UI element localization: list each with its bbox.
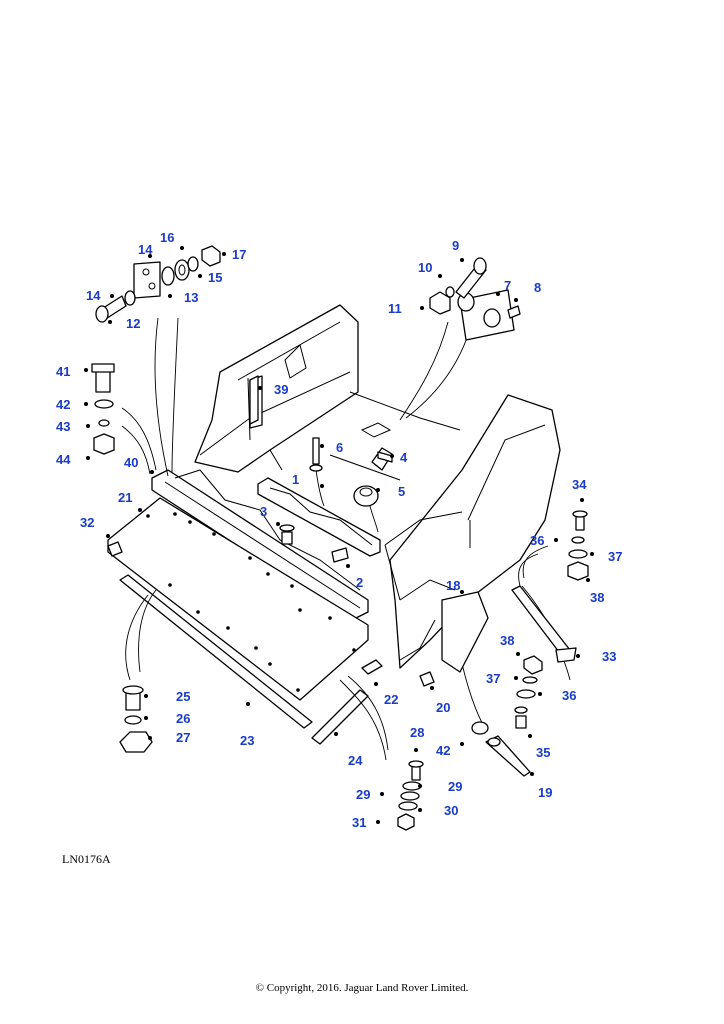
right-hardware-stack: [485, 510, 589, 777]
top-left-bracket-hardware: [95, 245, 221, 323]
callout-36b: 36: [562, 688, 576, 703]
callout-27: 27: [176, 730, 190, 745]
callout-32: 32: [80, 515, 94, 530]
callout-15: 15: [208, 270, 222, 285]
callout-33: 33: [602, 649, 616, 664]
callout-11: 11: [388, 301, 402, 316]
callout-34: 34: [572, 477, 587, 492]
callout-37a: 37: [608, 549, 622, 564]
callout-35: 35: [536, 745, 550, 760]
panel-holes: [146, 512, 356, 692]
callout-21: 21: [118, 490, 132, 505]
callout-31: 31: [352, 815, 366, 830]
callout-9: 9: [452, 238, 459, 253]
callout-40: 40: [124, 455, 138, 470]
callout-labels: 1 2 3 4 5 6 7 8 9 10 11 12 13 14 14 15 1…: [56, 230, 622, 830]
callout-44: 44: [56, 452, 71, 467]
callout-1: 1: [292, 472, 299, 487]
callout-25: 25: [176, 689, 190, 704]
callout-22: 22: [384, 692, 398, 707]
bottom-centre-hardware: [397, 591, 489, 831]
callout-7: 7: [504, 278, 511, 293]
callout-6: 6: [336, 440, 343, 455]
callout-36a: 36: [530, 533, 544, 548]
callout-42a: 42: [56, 397, 70, 412]
callout-dots: [84, 246, 594, 824]
callout-26: 26: [176, 711, 190, 726]
side-sill-assembly: [107, 469, 383, 745]
callout-23: 23: [240, 733, 254, 748]
callout-8: 8: [534, 280, 541, 295]
callout-14b: 14: [138, 242, 153, 257]
callout-42b: 42: [436, 743, 450, 758]
callout-37b: 37: [486, 671, 500, 686]
callout-29a: 29: [448, 779, 462, 794]
callout-38b: 38: [500, 633, 514, 648]
callout-43: 43: [56, 419, 70, 434]
callout-16: 16: [160, 230, 174, 245]
diagram-reference-code: LN0176A: [62, 852, 111, 866]
callout-4: 4: [400, 450, 408, 465]
callout-28: 28: [410, 725, 424, 740]
callout-20: 20: [436, 700, 450, 715]
callout-2: 2: [356, 575, 363, 590]
callout-10: 10: [418, 260, 432, 275]
callout-38a: 38: [590, 590, 604, 605]
callout-12: 12: [126, 316, 140, 331]
callout-19: 19: [538, 785, 552, 800]
callout-18: 18: [446, 578, 460, 593]
bottom-left-hardware: [119, 685, 153, 753]
callout-14a: 14: [86, 288, 101, 303]
top-right-mount-hardware: [429, 257, 521, 341]
callout-41: 41: [56, 364, 70, 379]
callout-39: 39: [274, 382, 288, 397]
copyright-notice: © Copyright, 2016. Jaguar Land Rover Lim…: [255, 982, 469, 994]
callout-30: 30: [444, 803, 458, 818]
callout-13: 13: [184, 290, 198, 305]
callout-29b: 29: [356, 787, 370, 802]
callout-24: 24: [348, 753, 363, 768]
callout-3: 3: [260, 504, 267, 519]
callout-17: 17: [232, 247, 246, 262]
left-hardware-stack: [91, 363, 393, 557]
callout-5: 5: [398, 484, 405, 499]
